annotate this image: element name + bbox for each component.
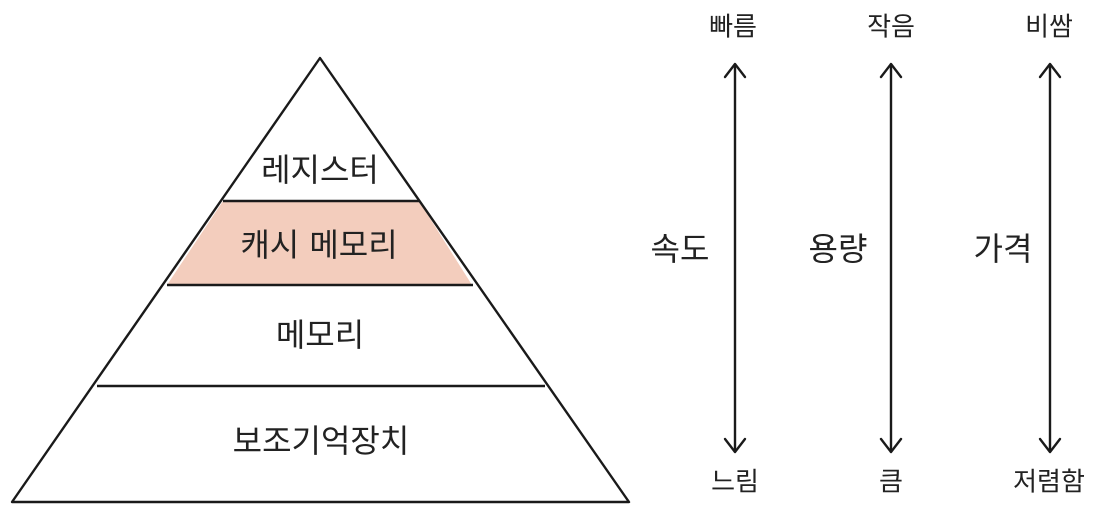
tier-label-secondary-storage: 보조기억장치 bbox=[233, 422, 410, 460]
memory-pyramid: 레지스터 캐시 메모리 메모리 보조기억장치 bbox=[10, 56, 631, 504]
axis-top-label: 작음 bbox=[867, 13, 915, 43]
axis-top-label: 빠름 bbox=[709, 13, 757, 43]
capacity-axis: 작음 용량 큼 bbox=[809, 13, 915, 498]
axis-label: 속도 bbox=[651, 230, 710, 268]
axis-label: 가격 bbox=[974, 230, 1033, 268]
tier-label-register: 레지스터 bbox=[261, 151, 379, 189]
cache-memory-band bbox=[167, 201, 472, 285]
arrow-head-down-icon bbox=[879, 437, 903, 454]
arrow-head-up-icon bbox=[879, 62, 903, 79]
speed-axis: 빠름 속도 느림 bbox=[651, 13, 759, 498]
tier-label-cache-memory: 캐시 메모리 bbox=[240, 226, 397, 264]
price-axis: 비쌈 가격 저렴함 bbox=[974, 13, 1085, 498]
axis-bottom-label: 저렴함 bbox=[1013, 468, 1085, 498]
arrow-head-down-icon bbox=[723, 437, 747, 454]
axis-bottom-label: 느림 bbox=[711, 468, 759, 498]
arrow-head-up-icon bbox=[723, 62, 747, 79]
tier-label-memory: 메모리 bbox=[276, 316, 364, 354]
axis-label: 용량 bbox=[809, 230, 868, 268]
arrow-head-up-icon bbox=[1038, 62, 1062, 79]
axis-bottom-label: 큼 bbox=[879, 468, 903, 498]
pyramid-outline bbox=[10, 56, 631, 504]
axis-top-label: 비쌈 bbox=[1025, 13, 1073, 43]
arrow-head-down-icon bbox=[1038, 437, 1062, 454]
